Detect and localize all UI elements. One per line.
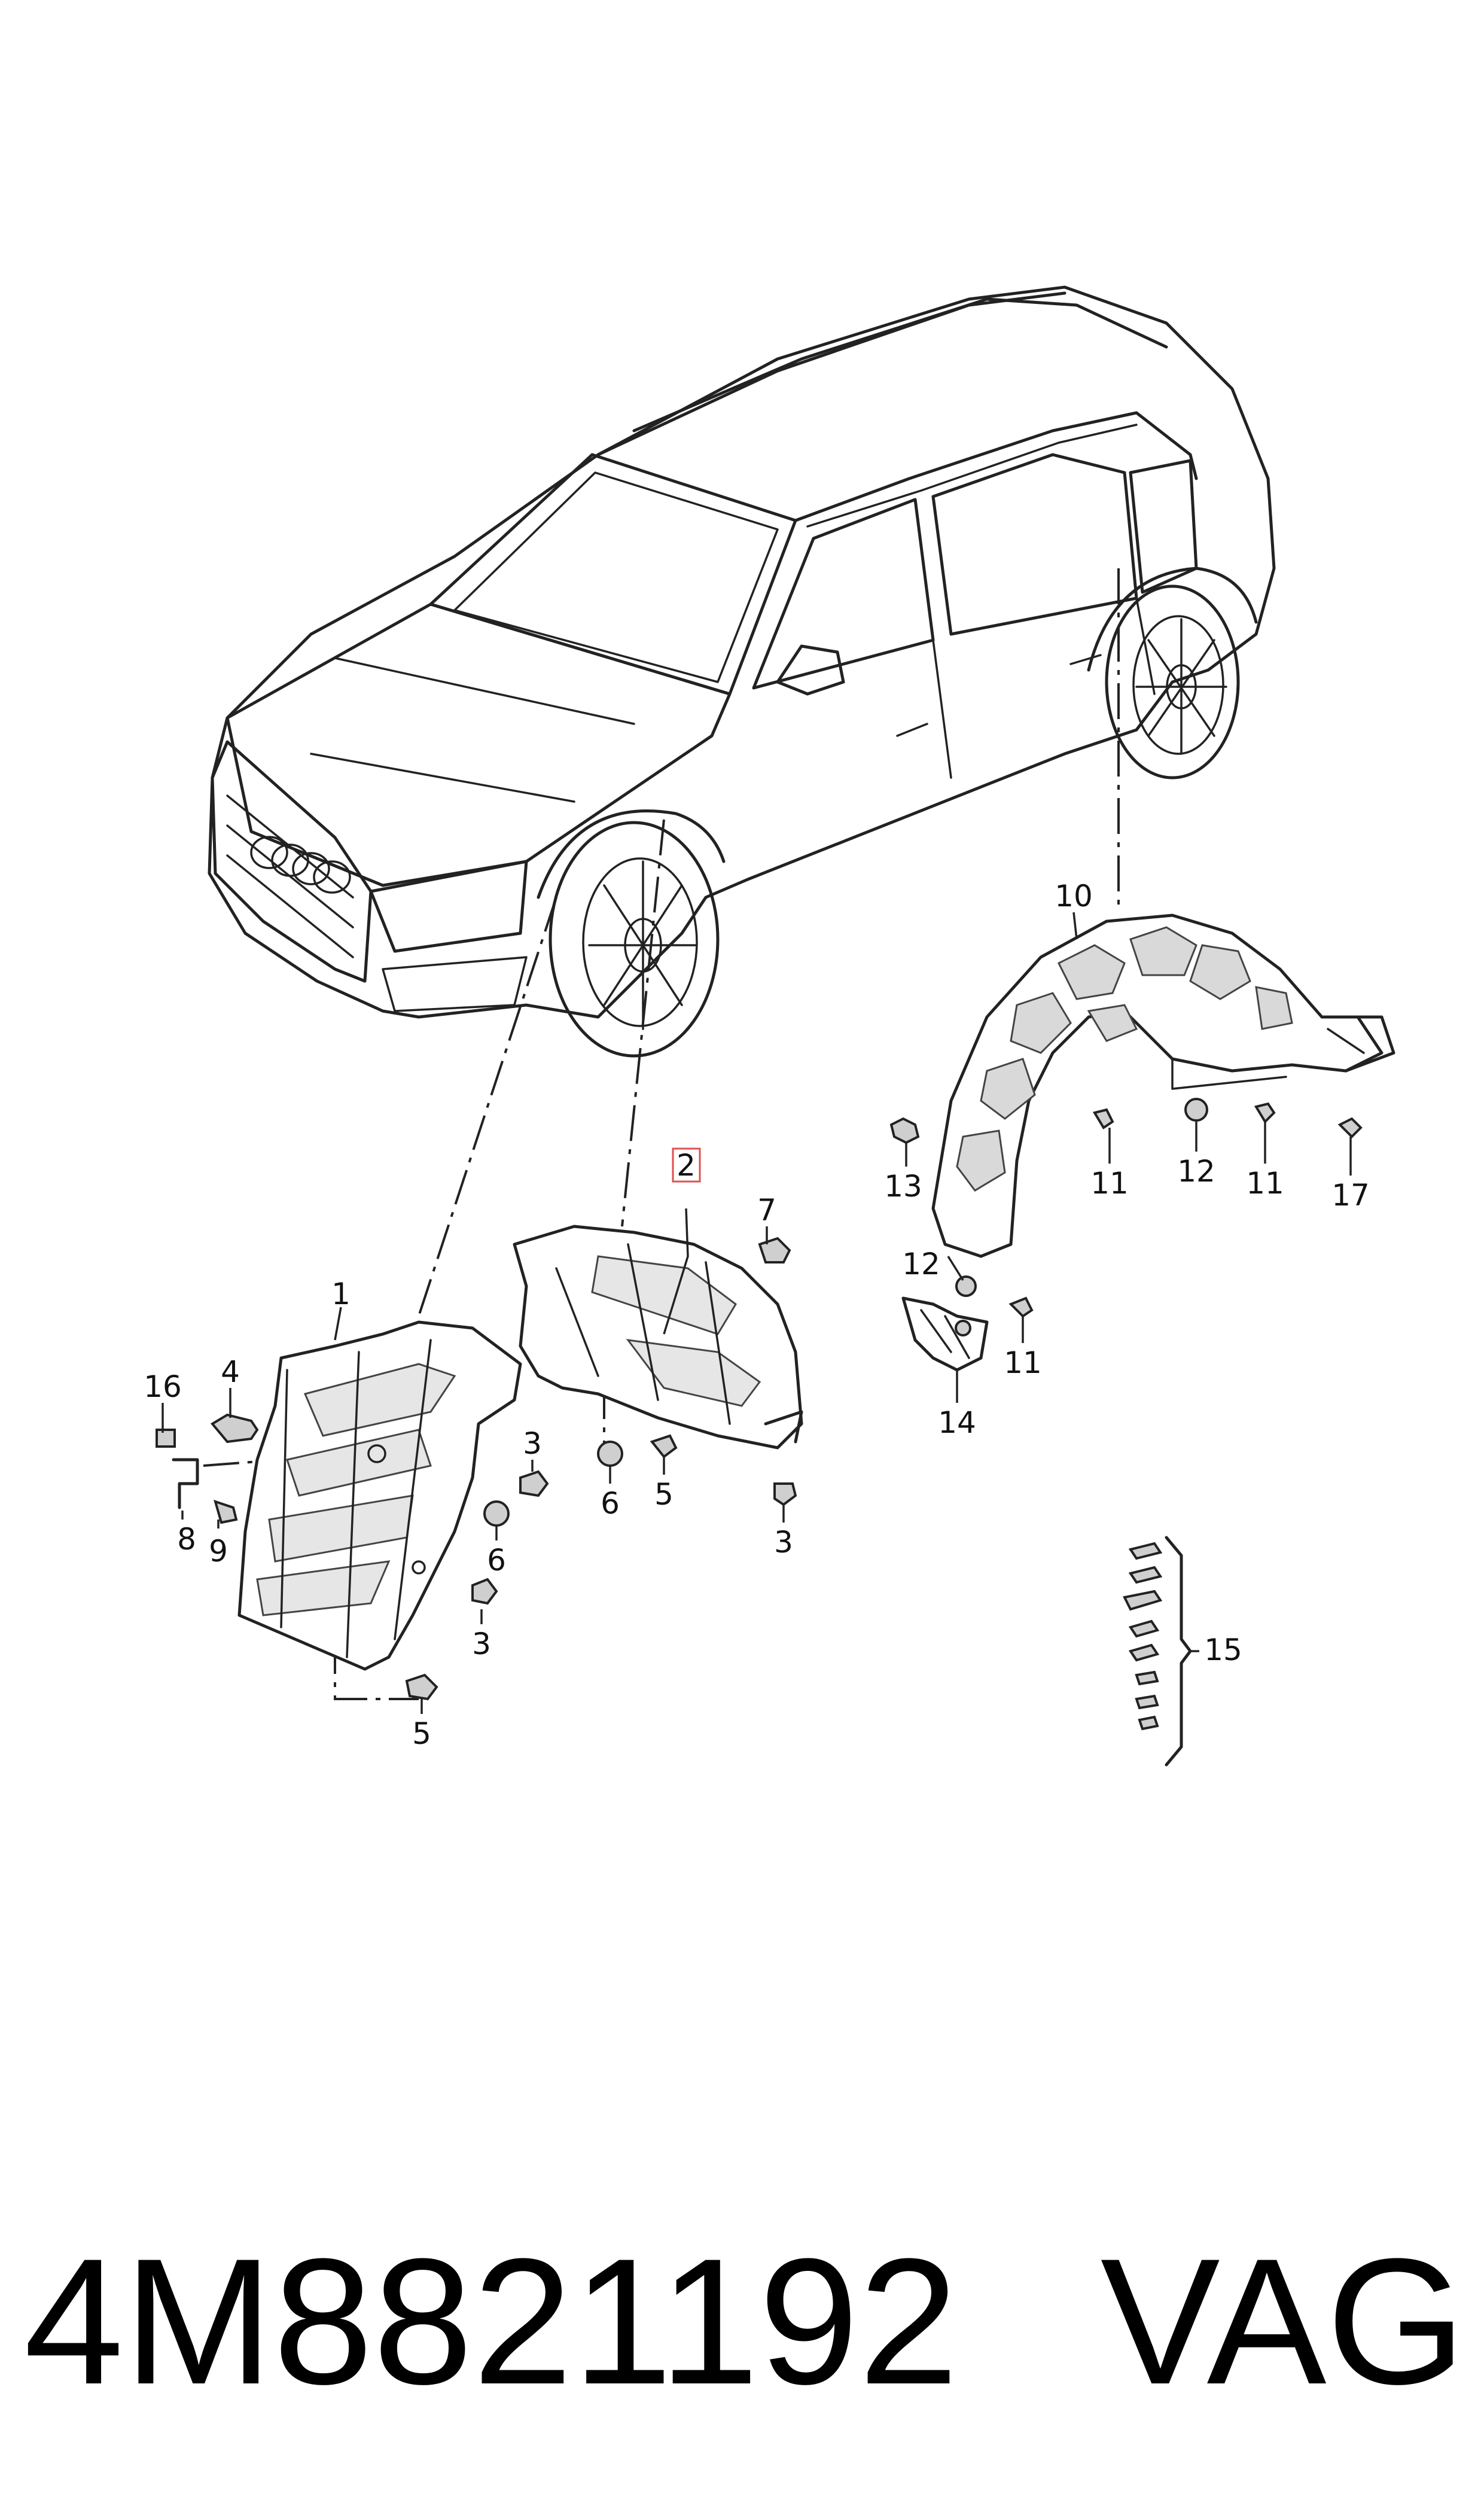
manufacturer-text: VAG [1100, 2221, 1466, 2422]
fasteners [156, 1098, 1363, 1767]
callout-10: 10 [1055, 879, 1093, 914]
callout-7: 7 [757, 1193, 776, 1228]
callout-4: 4 [221, 1354, 240, 1389]
callout-13: 13 [884, 1169, 922, 1204]
callout-12-b: 12 [902, 1247, 940, 1281]
front-wheel [537, 809, 726, 1058]
callout-3-b: 3 [472, 1627, 491, 1661]
callout-6-b: 6 [601, 1486, 620, 1521]
callout-3-c: 3 [774, 1525, 793, 1560]
callout-2: 2 [677, 1148, 696, 1183]
callout-11-a: 11 [1090, 1166, 1129, 1201]
callout-12-a: 12 [1177, 1154, 1215, 1189]
part-14-bracket [901, 1296, 989, 1372]
leader-lines [161, 912, 1352, 1714]
callout-11-b: 11 [1246, 1166, 1284, 1201]
callout-17: 17 [1331, 1178, 1370, 1213]
callout-6-a: 6 [487, 1543, 506, 1578]
part-number-text: 4M8821192 [24, 2221, 959, 2422]
rear-wheel [1087, 567, 1258, 780]
callout-14: 14 [938, 1405, 976, 1440]
callout-1: 1 [331, 1277, 351, 1311]
audi-rings-logo [250, 836, 351, 894]
part-15-fastener-kit [1123, 1536, 1192, 1767]
callout-3-a: 3 [523, 1426, 542, 1461]
callout-8: 8 [177, 1522, 196, 1557]
callout-5-a: 5 [412, 1716, 431, 1751]
part-2-front-wheelhouse-liner-rear [513, 1225, 803, 1450]
part-10-rear-wheelhouse-liner [931, 914, 1395, 1258]
callout-16: 16 [144, 1369, 182, 1404]
callout-15: 15 [1204, 1633, 1242, 1667]
callout-5-b: 5 [654, 1477, 674, 1512]
callout-9: 9 [209, 1534, 228, 1569]
vehicle-illustration [208, 285, 1276, 1058]
highlight-box-callout-2 [672, 1147, 701, 1183]
part-1-front-wheelhouse-liner [237, 1320, 522, 1671]
callout-11-c: 11 [1004, 1345, 1042, 1380]
callout-labels: 1 2 7 10 16 4 8 9 3 6 3 5 6 5 3 13 11 12… [144, 879, 1370, 1751]
